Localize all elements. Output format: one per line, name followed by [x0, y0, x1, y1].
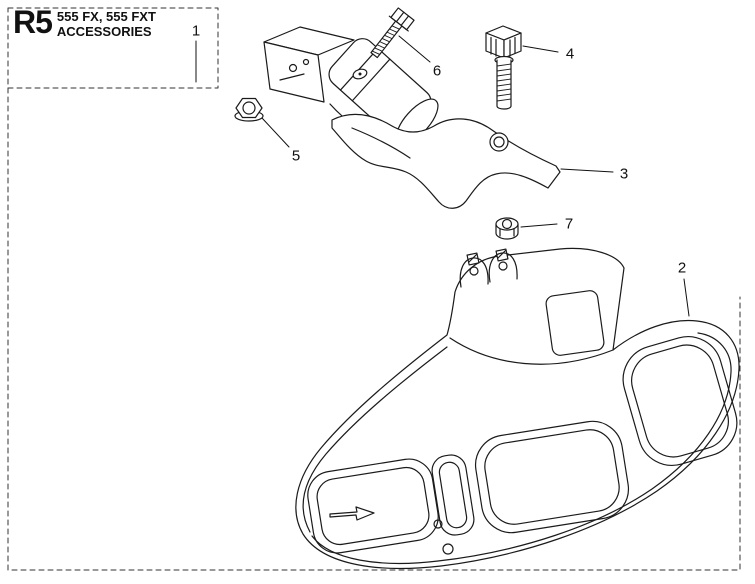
clip-ears [459, 248, 518, 288]
inner-rim-top [302, 346, 448, 533]
title-frame [7, 7, 219, 89]
rotation-arrow [329, 506, 375, 521]
section-code: R5 [13, 4, 53, 40]
model-names: 555 FX, 555 FXT [56, 9, 156, 24]
callout-7: 7 [564, 215, 574, 233]
callout-2: 2 [677, 259, 687, 277]
block-front-face [263, 41, 325, 103]
plate-hole-outer [489, 132, 509, 152]
plate-hole [493, 136, 505, 148]
guard-vent-left [307, 458, 439, 554]
mount-crease [449, 337, 614, 365]
callout-3: 3 [619, 165, 629, 183]
mount-hole [545, 290, 605, 356]
guard-vent-right [474, 420, 630, 534]
model-block: 555 FX, 555 FXT ACCESSORIES [57, 6, 156, 39]
callout-4: 4 [565, 45, 575, 63]
flange-nut [234, 97, 264, 122]
blade-guard [295, 247, 740, 570]
callout-5: 5 [291, 147, 301, 165]
leader-lines [195, 35, 690, 317]
thread-lines [371, 25, 400, 55]
guard-vent-middle [431, 454, 475, 555]
inner-rim-bottom [311, 332, 732, 565]
bracket-plate [331, 113, 561, 209]
section-title: ACCESSORIES [56, 24, 152, 39]
guard-outline [295, 247, 740, 570]
hex-bolt [370, 7, 415, 59]
callout-1: 1 [191, 22, 201, 40]
diagram-header: R5 555 FX, 555 FXT ACCESSORIES [13, 6, 156, 39]
t-bolt [485, 25, 522, 110]
kit-frame [7, 87, 741, 571]
lock-nut [495, 217, 519, 240]
callout-6: 6 [432, 62, 442, 80]
dashed-frame [7, 7, 741, 571]
clamp-assembly [263, 26, 443, 149]
guard-vent-far-right [622, 336, 738, 466]
thread-lines [496, 63, 512, 102]
